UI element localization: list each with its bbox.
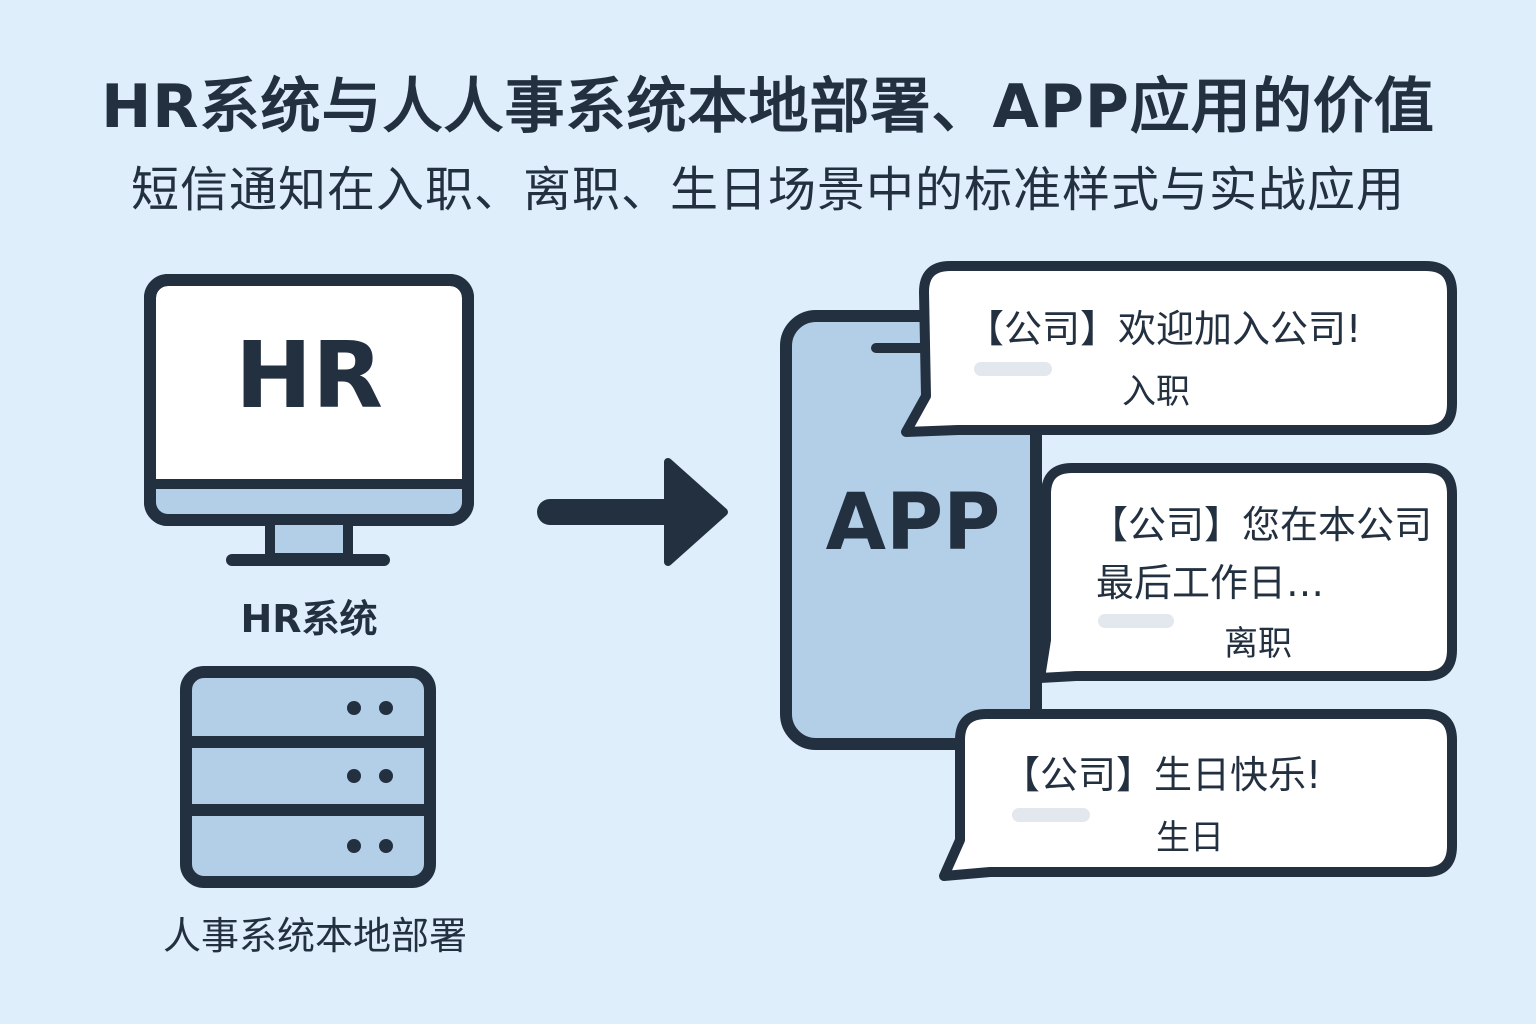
app-screen-label: APP xyxy=(825,478,1001,568)
server-icon xyxy=(180,666,436,888)
sms-bubble-onboarding xyxy=(901,261,1457,437)
offboarding-message-line1: 【公司】您在本公司 xyxy=(1090,503,1433,547)
birthday-tag: 生日 xyxy=(1156,818,1224,858)
monitor-screen-label: HR xyxy=(235,322,383,429)
local-deployment-caption: 人事系统本地部署 xyxy=(162,914,467,958)
monitor-icon xyxy=(144,274,474,566)
arrow-right-icon xyxy=(537,458,728,566)
offboarding-message-line2: 最后工作日… xyxy=(1096,561,1325,605)
sms-bubble-offboarding xyxy=(1035,463,1457,683)
birthday-message-text: 【公司】生日快乐! xyxy=(1002,753,1322,797)
hr-system-caption: HR系统 xyxy=(240,597,378,641)
sms-bubble-birthday xyxy=(939,709,1457,881)
onboarding-message-text: 【公司】欢迎加入公司! xyxy=(966,307,1362,351)
page-title: HR系统与人人事系统本地部署、APP应用的价值 xyxy=(101,72,1435,142)
onboarding-tag: 入职 xyxy=(1122,372,1190,412)
offboarding-tag: 离职 xyxy=(1224,624,1292,664)
page-subtitle: 短信通知在入职、离职、生日场景中的标准样式与实战应用 xyxy=(130,162,1405,218)
